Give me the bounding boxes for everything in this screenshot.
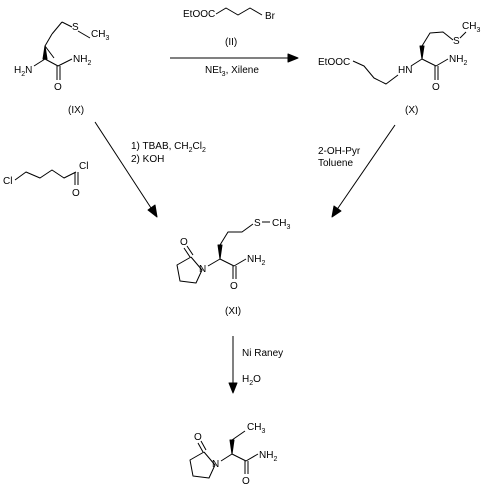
- arrow-xi-final-head: [228, 382, 238, 394]
- ii-ester-label: EtOOC: [183, 9, 215, 20]
- xi-calpha-c-bond: [219, 258, 235, 267]
- xi-ring-bonds: [176, 256, 203, 284]
- x-hn-label: HN: [398, 65, 412, 76]
- x-s-ch3-bond: [459, 31, 467, 39]
- x-side-chain-bonds: [421, 31, 454, 47]
- acyl-o-atom: O: [72, 188, 80, 199]
- fp-co-bond-2: [200, 440, 207, 451]
- arrow-x-xi-shaft: [335, 124, 396, 212]
- ix-methyl-bond: [77, 30, 91, 39]
- final-product: O N CH3 NH2 O: [189, 422, 277, 487]
- acyl-cl-right: Cl: [79, 161, 88, 172]
- arrow-x-to-xi: 2-OH-Pyr Toluene: [318, 124, 396, 218]
- ix-xi-line2: 2) KOH: [131, 154, 164, 165]
- xi-final-line1: Ni Raney: [242, 348, 283, 359]
- x-label: (X): [405, 105, 418, 116]
- acyl-chain-bonds: [14, 169, 77, 181]
- fp-c-nh2-bond: [245, 453, 259, 462]
- fp-nh2-label: NH2: [259, 450, 277, 463]
- arrow-ix-to-x: NEt3, Xilene: [170, 53, 299, 78]
- fp-stereo-wedge: [229, 439, 235, 455]
- ii-label: (II): [225, 37, 237, 48]
- reagent-ii: EtOOC Br (II): [183, 7, 276, 48]
- xi-o-atom: O: [180, 237, 188, 248]
- fp-calpha-c-bond: [231, 453, 247, 462]
- fp-n-calpha-bond: [220, 453, 233, 462]
- x-xi-line2: Toluene: [318, 158, 353, 169]
- x-o-atom: O: [432, 82, 440, 93]
- ii-chain-bonds: [215, 7, 263, 16]
- ix-calpha-n-bond: [33, 58, 46, 67]
- ix-xi-line1: 1) TBAB, CH2Cl2: [131, 141, 206, 154]
- ix-ch3-label: CH3: [91, 29, 109, 42]
- ix-c-nh2-bond: [57, 58, 73, 67]
- x-ch3-label: CH3: [462, 21, 480, 34]
- xi-side-chain-bonds: [219, 223, 254, 246]
- fp-co-bond-1: [197, 442, 204, 453]
- xi-stereo-wedge: [217, 244, 223, 260]
- x-chain-bonds: [352, 60, 399, 85]
- xi-o2-atom: O: [230, 281, 238, 292]
- ix-o-atom: O: [54, 82, 62, 93]
- compound-x: EtOOC HN S CH3 NH2 O (X): [318, 21, 480, 116]
- ix-x-conditions: NEt3, Xilene: [205, 65, 259, 78]
- ix-ch2-s-bond: [61, 21, 73, 28]
- fp-ch3-label: CH3: [247, 422, 265, 435]
- xi-co-bond-2: [186, 245, 194, 256]
- xi-s-atom: S: [254, 218, 261, 229]
- arrow-ix-xi-shaft: [94, 121, 154, 212]
- compound-ix: S CH3 H2N NH2 O (IX): [14, 21, 109, 116]
- xi-ch3-label: CH3: [272, 218, 290, 231]
- xi-nh2-label: NH2: [247, 254, 265, 267]
- ix-h2n-label: H2N: [14, 65, 32, 78]
- ii-br-atom: Br: [265, 11, 276, 22]
- fp-n-atom: N: [212, 459, 219, 470]
- acyl-chloride: Cl Cl O: [3, 161, 88, 199]
- fp-ethyl-bond: [231, 430, 246, 441]
- ix-ch2-ch2-bond: [51, 21, 63, 35]
- xi-co-bond-1: [183, 247, 191, 258]
- xi-c-nh2-bond: [233, 258, 247, 267]
- ix-s-atom: S: [72, 22, 79, 33]
- arrow-ix-x-head: [287, 53, 299, 63]
- xi-final-line2: H2O: [242, 374, 261, 387]
- x-nh2-label: NH2: [449, 54, 467, 67]
- ix-nh2-label: NH2: [73, 54, 91, 67]
- arrow-ix-to-xi: 1) TBAB, CH2Cl2 2) KOH: [94, 121, 206, 218]
- x-calpha-c-bond: [421, 58, 437, 67]
- xi-n-calpha-bond: [207, 258, 221, 267]
- arrow-ix-xi-head: [147, 204, 158, 218]
- fp-o2-atom: O: [242, 476, 250, 487]
- x-c-nh2-bond: [435, 58, 449, 67]
- ix-calpha-c-bond: [44, 58, 59, 67]
- arrow-xi-to-final: Ni Raney H2O: [228, 336, 283, 394]
- ix-label: (IX): [68, 105, 84, 116]
- acyl-cl-left: Cl: [3, 176, 12, 187]
- x-nh-calpha-bond: [410, 58, 423, 67]
- x-stereo-wedge: [419, 45, 425, 60]
- xi-n-atom: N: [199, 264, 206, 275]
- xi-label: (XI): [225, 306, 241, 317]
- x-xi-line1: 2-OH-Pyr: [318, 146, 361, 157]
- fp-ring-bonds: [189, 451, 216, 479]
- arrow-x-xi-head: [331, 205, 342, 218]
- fp-o-atom: O: [194, 432, 202, 443]
- x-s-atom: S: [453, 36, 460, 47]
- x-ester-label: EtOOC: [318, 57, 350, 68]
- compound-xi: O N S CH3 NH2 O (XI): [176, 218, 290, 317]
